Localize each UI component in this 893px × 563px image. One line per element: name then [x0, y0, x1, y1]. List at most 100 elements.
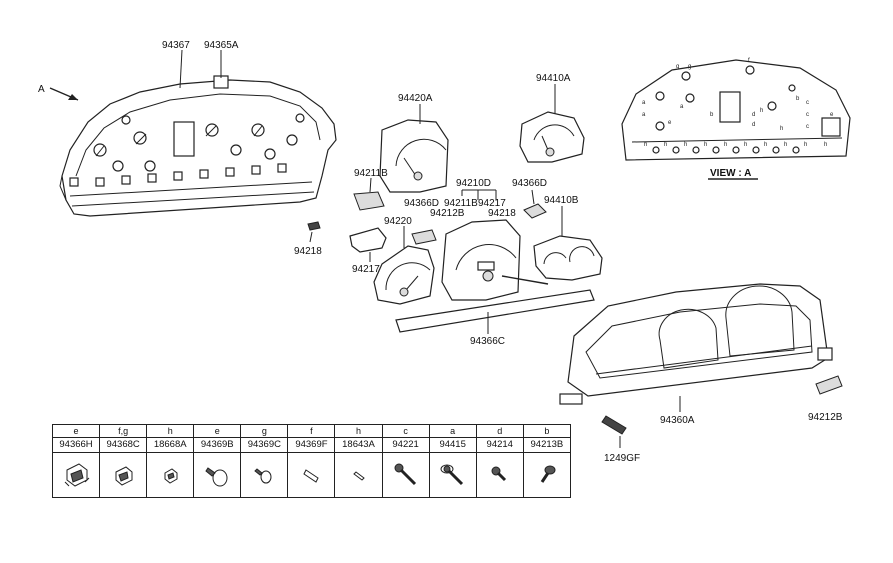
gauge-94410A	[519, 111, 585, 163]
bulb-screw-legend-table: e f,g h e g f h c a d b 94366H 94368C 18…	[51, 424, 572, 498]
callout-94366D-right: 94366D	[512, 178, 547, 189]
callout-94366D-left: 94366D	[404, 198, 439, 209]
legend-part-number: 94369C	[240, 437, 289, 453]
legend-code: h	[146, 424, 195, 438]
callout-94218-group: 94218	[488, 208, 516, 219]
view-letter: c	[806, 112, 809, 118]
legend-code-row: e f,g h e g f h c a d b	[51, 424, 572, 438]
legend-part-number: 18643A	[334, 437, 383, 453]
view-letter: b	[710, 112, 714, 118]
view-letter: h	[780, 126, 783, 132]
callout-94212B-group: 94212B	[430, 208, 465, 219]
legend-part-number: 94369F	[287, 437, 336, 453]
view-letter: h	[784, 142, 787, 148]
callout-94410B: 94410B	[544, 195, 579, 206]
bulb-94212B	[815, 375, 843, 395]
screw-pan-icon	[540, 465, 556, 483]
bulb-wedge-icon	[303, 469, 320, 483]
bulb-94366D-left	[411, 229, 437, 245]
legend-code: g	[240, 424, 289, 438]
callout-94420A: 94420A	[398, 93, 433, 104]
view-letter: h	[704, 142, 707, 148]
view-letter: h	[744, 142, 747, 148]
callout-94211B-group: 94211B	[444, 198, 478, 209]
legend-code: d	[475, 424, 524, 438]
legend-code: e	[51, 424, 101, 438]
callout-94367: 94367	[162, 40, 190, 51]
view-letter: c	[806, 100, 809, 106]
legend-part-number: 18668A	[146, 437, 195, 453]
view-a-letters: g g f a a b b a e h h h h h h h h h h h …	[642, 58, 834, 148]
view-letter: g	[688, 64, 691, 70]
screw-1249GF	[601, 415, 627, 435]
arrow-head-icon	[68, 94, 78, 100]
callout-94212B-right: 94212B	[808, 412, 843, 423]
gauge-94220	[373, 245, 435, 305]
bracket-94217	[349, 227, 387, 253]
legend-part-number: 94213B	[522, 437, 572, 453]
arrow-a-label: A	[38, 84, 45, 95]
view-letter: f	[748, 58, 750, 64]
callout-94360A: 94360A	[660, 415, 695, 426]
view-letter: d	[752, 122, 755, 128]
callout-94217-lower: 94217	[352, 264, 380, 275]
view-letter: h	[760, 108, 763, 114]
view-letter: g	[676, 64, 679, 70]
view-a-caption: VIEW : A	[710, 168, 751, 179]
view-letter: h	[824, 142, 827, 148]
legend-part-number: 94415	[428, 437, 477, 453]
callout-94365A: 94365A	[204, 40, 239, 51]
leader-94367	[179, 49, 183, 89]
screw-short-icon	[491, 466, 506, 482]
screw-washer-icon	[440, 464, 463, 486]
bulb-medium-icon	[254, 468, 272, 484]
view-letter: d	[752, 112, 755, 118]
legend-part-row: 94366H 94368C 18668A 94369B 94369C 94369…	[51, 437, 572, 453]
screw-94218	[307, 221, 321, 231]
callout-94366C: 94366C	[470, 336, 505, 347]
callout-94211B-upper: 94211B	[354, 168, 388, 179]
view-a-panel	[621, 59, 851, 161]
callout-94217-group: 94217	[478, 198, 506, 209]
bulb-small-icon	[352, 471, 365, 481]
view-letter: a	[680, 104, 684, 110]
legend-code: b	[522, 424, 572, 438]
housing-94360A	[559, 283, 833, 405]
legend-part-number: 94369B	[193, 437, 242, 453]
callout-94220: 94220	[384, 216, 412, 227]
bulb-large-icon	[205, 467, 228, 487]
gauge-94410B	[533, 235, 603, 281]
socket-94211B	[353, 191, 385, 211]
callout-1249GF: 1249GF	[604, 453, 640, 464]
view-letter: h	[664, 142, 667, 148]
view-letter: h	[764, 142, 767, 148]
view-letter: h	[644, 142, 647, 148]
legend-part-number: 94366H	[51, 437, 101, 453]
view-letter: h	[684, 142, 687, 148]
legend-part-number: 94221	[381, 437, 430, 453]
view-letter: a	[642, 112, 646, 118]
callout-94410A: 94410A	[536, 73, 571, 84]
legend-code: h	[334, 424, 383, 438]
view-letter: e	[830, 112, 834, 118]
socket-small-icon	[164, 468, 178, 484]
gauge-tachometer	[441, 219, 549, 301]
view-letter: a	[642, 100, 646, 106]
legend-part-number: 94368C	[99, 437, 148, 453]
view-letter: b	[796, 96, 800, 102]
cluster-assembly-drawing	[59, 75, 337, 217]
callout-94210D: 94210D	[456, 178, 491, 189]
legend-icon-row	[51, 452, 572, 498]
view-letter: h	[804, 142, 807, 148]
legend-part-number: 94214	[475, 437, 524, 453]
view-letter: h	[724, 142, 727, 148]
screw-long-icon	[394, 463, 416, 486]
callout-94218-lower: 94218	[294, 246, 322, 257]
legend-code: a	[428, 424, 477, 438]
gauge-94420A	[379, 119, 449, 193]
legend-code: f,g	[99, 424, 148, 438]
socket-large-icon	[64, 463, 90, 487]
legend-code: e	[193, 424, 242, 438]
legend-code: f	[287, 424, 336, 438]
